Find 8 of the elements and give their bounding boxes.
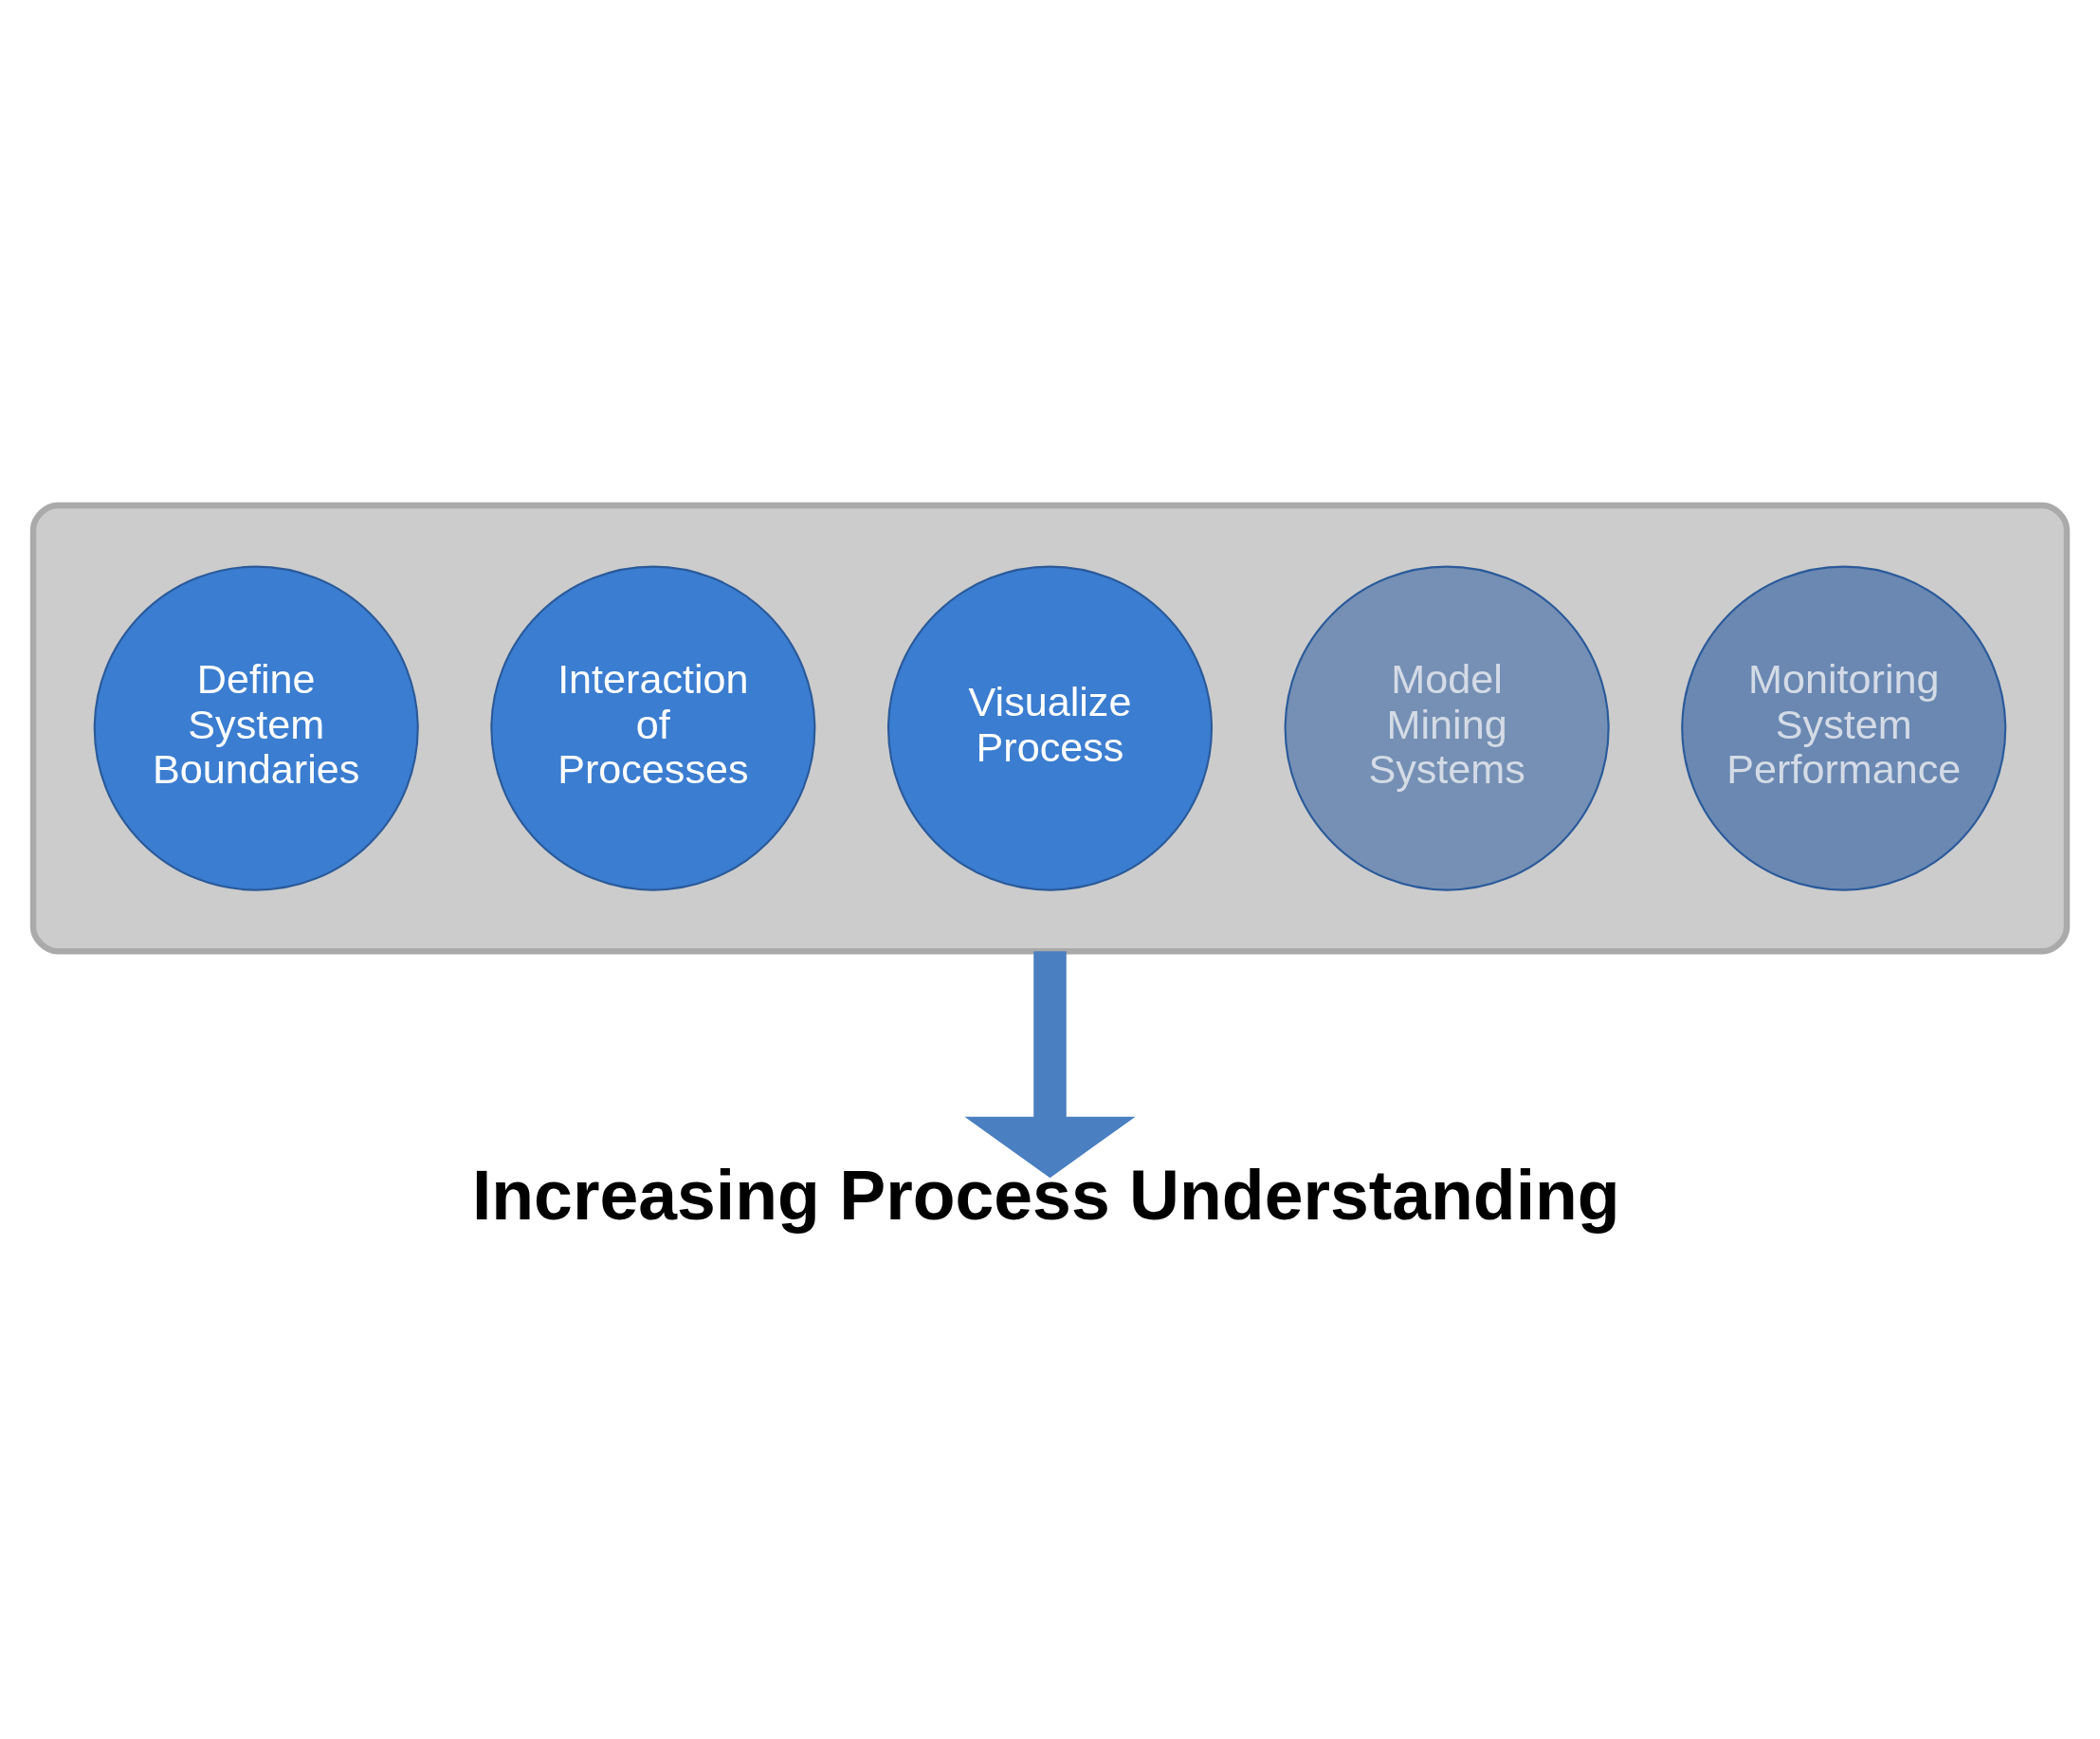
node-circle: Model Mining Systems bbox=[1284, 565, 1610, 891]
cluster bbox=[29, 502, 2071, 955]
node-circle: Interaction of Processes bbox=[490, 565, 816, 891]
arrow bbox=[964, 951, 1136, 1179]
node-circle: Visualize Process bbox=[886, 565, 1214, 891]
node-circle: Define System Boundaries bbox=[93, 565, 419, 891]
node-text: Increasing Process Understanding bbox=[471, 1157, 1620, 1236]
node-circle: Monitoring System Performance bbox=[1681, 565, 2007, 891]
